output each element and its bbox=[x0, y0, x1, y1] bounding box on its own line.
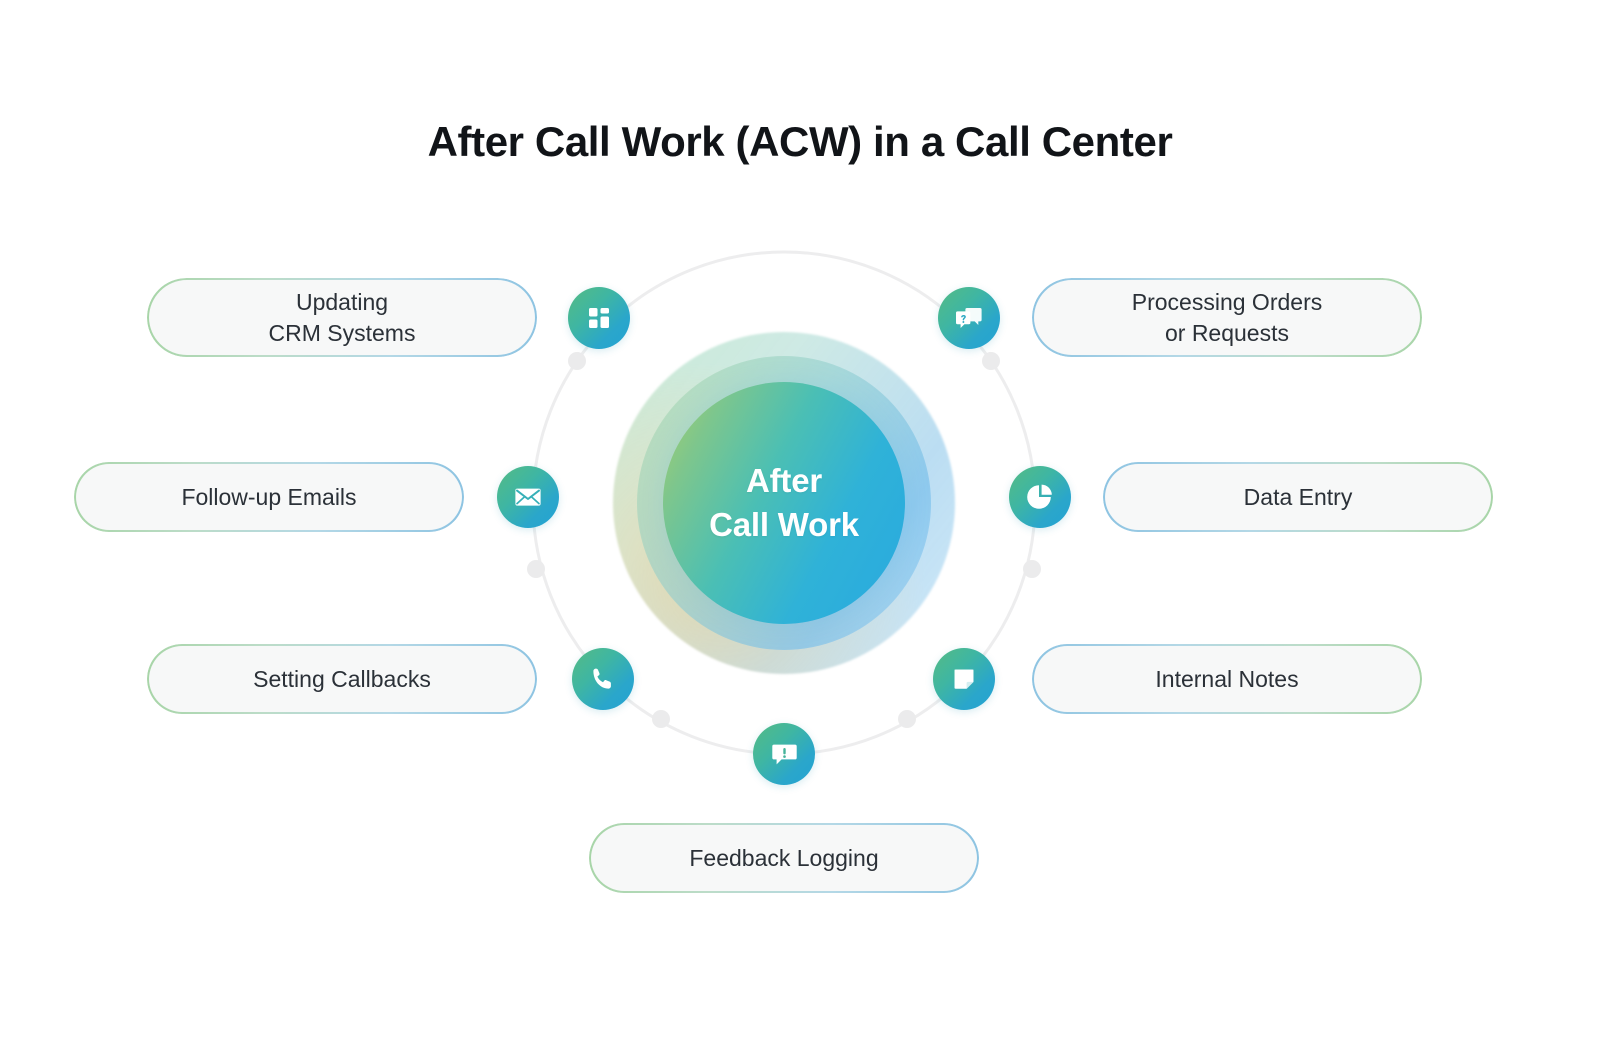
badge-feedback-logging[interactable] bbox=[753, 723, 815, 785]
center-circle: After Call Work bbox=[663, 382, 905, 624]
ring-dot bbox=[652, 710, 670, 728]
pie-chart-icon bbox=[1026, 483, 1054, 511]
center-label: After Call Work bbox=[709, 462, 859, 543]
ring-dot bbox=[1023, 560, 1041, 578]
pill-internal-notes[interactable]: Internal Notes bbox=[1033, 645, 1421, 713]
badge-follow-up-emails[interactable] bbox=[497, 466, 559, 528]
badge-processing-orders-or-requests[interactable] bbox=[938, 287, 1000, 349]
pill-label: Follow-up Emails bbox=[181, 483, 357, 510]
pill-label: Updating CRM Systems bbox=[268, 289, 416, 346]
page-title: After Call Work (ACW) in a Call Center bbox=[427, 118, 1173, 165]
pill-processing-orders-or-requests[interactable]: Processing Orders or Requests bbox=[1033, 279, 1421, 356]
pill-data-entry[interactable]: Data Entry bbox=[1104, 463, 1492, 531]
badge-setting-callbacks[interactable] bbox=[572, 648, 634, 710]
ring-dot bbox=[982, 352, 1000, 370]
alert-chat-icon bbox=[771, 741, 798, 767]
ring-dot bbox=[568, 352, 586, 370]
pill-label: Processing Orders or Requests bbox=[1131, 289, 1323, 346]
badge-data-entry[interactable] bbox=[1009, 466, 1071, 528]
ring-dot bbox=[527, 560, 545, 578]
pill-label: Setting Callbacks bbox=[253, 665, 431, 692]
grid-dashboard-icon bbox=[586, 305, 612, 331]
pill-setting-callbacks[interactable]: Setting Callbacks bbox=[148, 645, 536, 713]
phone-icon bbox=[590, 666, 616, 692]
pill-label: Data Entry bbox=[1243, 483, 1353, 510]
ring-dot bbox=[898, 710, 916, 728]
pill-updating-crm-systems[interactable]: Updating CRM Systems bbox=[148, 279, 536, 356]
badge-updating-crm-systems[interactable] bbox=[568, 287, 630, 349]
note-page-icon bbox=[951, 666, 977, 692]
pill-label: Feedback Logging bbox=[689, 844, 879, 871]
pill-follow-up-emails[interactable]: Follow-up Emails bbox=[75, 463, 463, 531]
pill-feedback-logging[interactable]: Feedback Logging bbox=[590, 824, 978, 892]
envelope-icon bbox=[514, 486, 542, 508]
question-chat-icon bbox=[955, 305, 983, 331]
pill-label: Internal Notes bbox=[1155, 665, 1299, 692]
badge-internal-notes[interactable] bbox=[933, 648, 995, 710]
